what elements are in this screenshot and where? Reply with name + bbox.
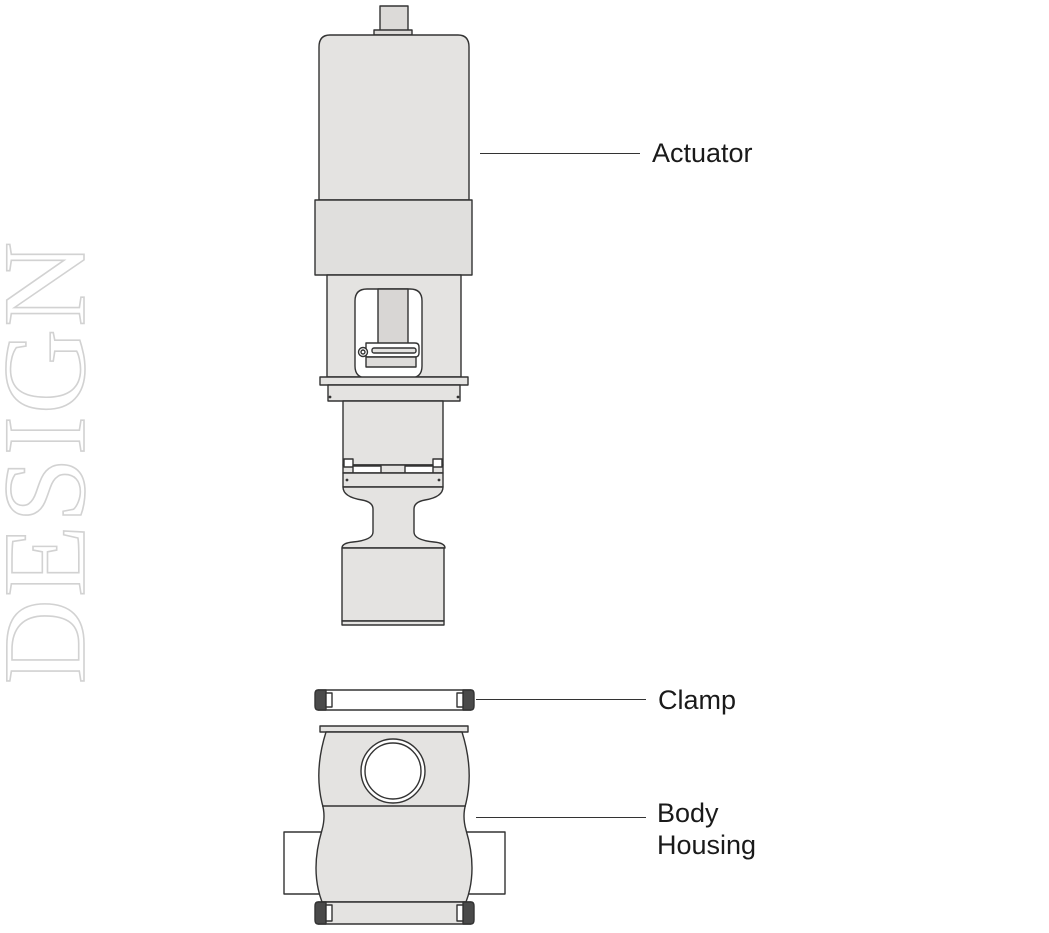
body-housing-part xyxy=(283,725,506,925)
actuator-leader-line xyxy=(480,153,640,154)
actuator-label: Actuator xyxy=(652,138,753,168)
body-housing-leader-line xyxy=(476,817,646,818)
body-housing-label-line1: Body xyxy=(657,798,719,828)
clamp-label: Clamp xyxy=(658,685,737,715)
body-housing-label-line2: Housing xyxy=(657,830,757,860)
actuator-part xyxy=(314,5,473,402)
clamp-part xyxy=(314,689,475,711)
clamp-leader-line xyxy=(476,699,646,700)
bonnet-part xyxy=(341,400,446,626)
